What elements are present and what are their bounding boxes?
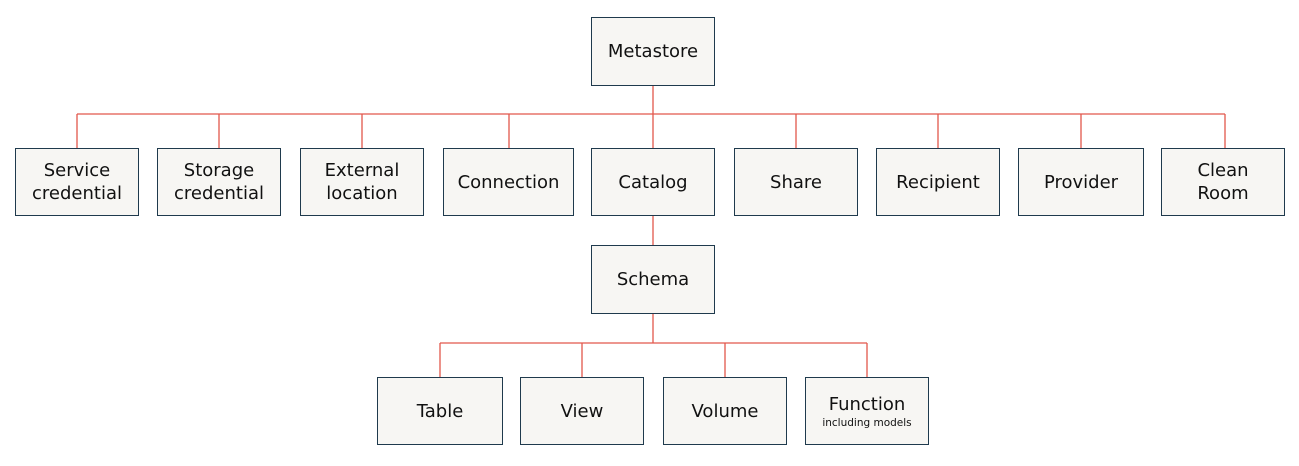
- node-service-credential: Service credential: [15, 148, 139, 216]
- node-function: Function including models: [805, 377, 929, 445]
- node-volume: Volume: [663, 377, 787, 445]
- node-table: Table: [377, 377, 503, 445]
- node-share-label: Share: [770, 171, 822, 193]
- node-view-label: View: [560, 400, 604, 422]
- node-clean-room-label: Clean Room: [1197, 160, 1249, 204]
- node-storage-credential: Storage credential: [157, 148, 281, 216]
- node-recipient: Recipient: [876, 148, 1000, 216]
- node-catalog: Catalog: [591, 148, 715, 216]
- node-share: Share: [734, 148, 858, 216]
- node-function-label: Function: [828, 393, 906, 415]
- node-connection: Connection: [443, 148, 574, 216]
- node-schema-label: Schema: [616, 269, 690, 290]
- node-connection-label: Connection: [457, 171, 560, 193]
- node-external-location: External location: [300, 148, 424, 216]
- node-storage-credential-label: Storage credential: [174, 160, 264, 204]
- node-clean-room: Clean Room: [1161, 148, 1285, 216]
- node-schema: Schema: [591, 245, 715, 314]
- node-table-label: Table: [416, 400, 464, 422]
- node-metastore: Metastore: [591, 17, 715, 86]
- node-volume-label: Volume: [691, 400, 759, 422]
- node-view: View: [520, 377, 644, 445]
- node-provider: Provider: [1018, 148, 1144, 216]
- node-recipient-label: Recipient: [896, 171, 980, 193]
- node-external-location-label: External location: [324, 160, 400, 204]
- node-service-credential-label: Service credential: [32, 160, 122, 204]
- node-function-sublabel: including models: [822, 416, 912, 429]
- node-catalog-label: Catalog: [618, 171, 688, 193]
- node-provider-label: Provider: [1043, 171, 1119, 193]
- node-metastore-label: Metastore: [607, 41, 699, 62]
